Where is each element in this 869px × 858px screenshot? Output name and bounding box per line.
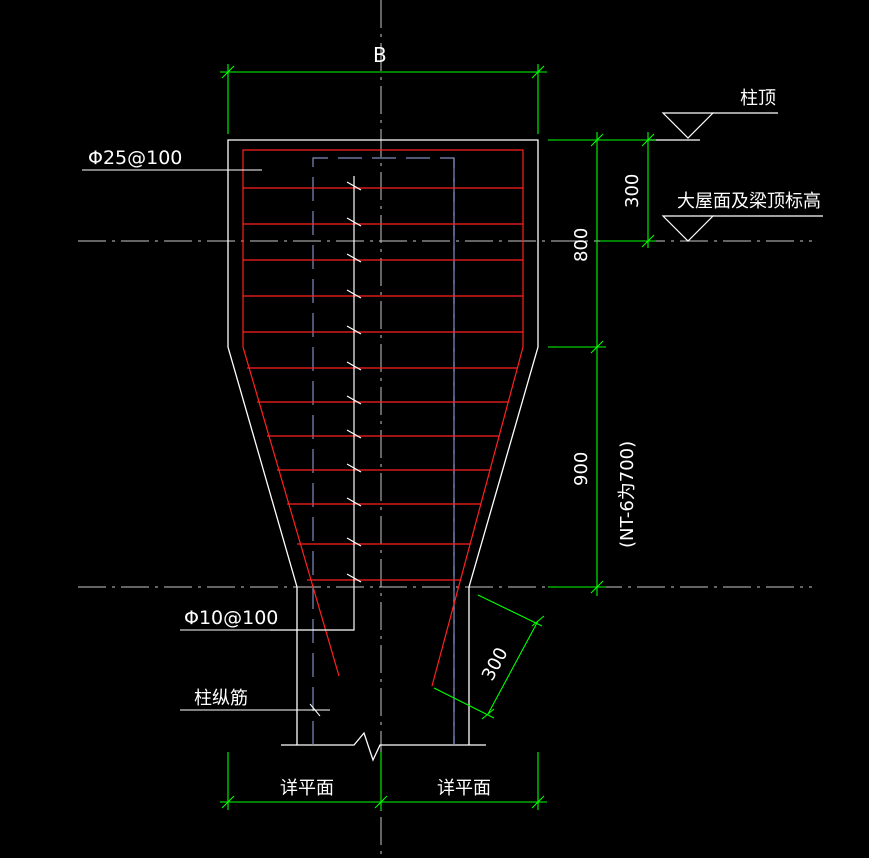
hidden-column-bars: [312, 157, 455, 745]
rebar-top-label: Φ25@100: [88, 147, 182, 169]
break-line: [281, 731, 486, 762]
roof-level-label: 大屋面及梁顶标高: [677, 191, 821, 212]
roof-level-icon: [661, 215, 715, 242]
rebar-red: [242, 149, 524, 687]
column-top-level-icon: [661, 112, 715, 139]
leader-lines: [82, 169, 330, 717]
width-label-b: B: [373, 43, 387, 67]
centerlines: [78, 0, 812, 858]
column-top-label: 柱顶: [740, 88, 776, 109]
dim-300-top-text: 300: [622, 174, 643, 208]
level-symbols: [648, 112, 823, 242]
stirrup-line: [270, 176, 362, 631]
column-bar-label: 柱纵筋: [194, 688, 248, 709]
plan-right-label: 详平面: [437, 778, 491, 799]
dim-900-text: 900: [571, 452, 592, 486]
dimension-lines: [220, 64, 656, 810]
concrete-outline: [227, 139, 539, 762]
rebar-cage-left: [242, 149, 524, 687]
dim-800-text: 800: [571, 228, 592, 262]
stirrup-label: Φ10@100: [184, 607, 278, 629]
dim-note-text: (NT-6为700): [617, 441, 638, 548]
plan-left-label: 详平面: [280, 778, 334, 799]
